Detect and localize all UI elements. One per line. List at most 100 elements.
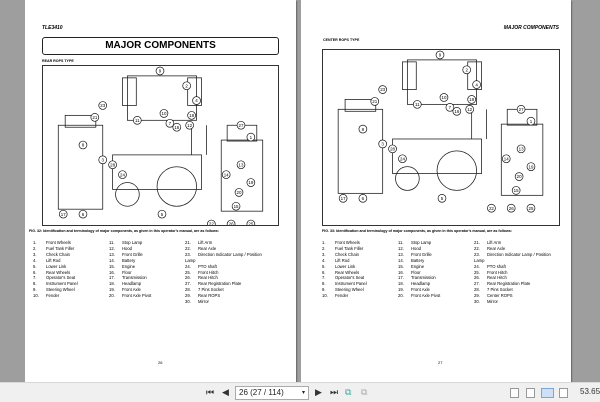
item-label: Fender xyxy=(46,293,60,299)
callout-marker xyxy=(435,50,445,60)
continuous-view-icon[interactable] xyxy=(526,388,535,398)
item-label: Direction Indicator Lamp / Position Lamp xyxy=(474,251,551,263)
item-label: Rear Wheels xyxy=(46,269,71,275)
list-item: 25.Front Hitch xyxy=(185,270,265,276)
callout-marker xyxy=(516,144,526,154)
list-item: 17.Transmission xyxy=(398,275,478,281)
callout-label: 24 xyxy=(120,172,125,177)
list-item: 14.Battery xyxy=(398,258,478,264)
list-item: 8.Instrument Panel xyxy=(322,281,402,287)
list-item: 4.Lift Rod xyxy=(322,258,402,264)
item-label: Headlamp xyxy=(411,281,431,287)
last-page-icon[interactable]: ⏭ xyxy=(330,387,339,397)
insert-page-icon[interactable]: ⧉ xyxy=(345,387,352,397)
item-label: Direction Indicator Lamp / Position Lamp xyxy=(185,251,262,263)
list-item: 1.Front Wheels xyxy=(33,240,113,246)
callout-marker xyxy=(378,139,387,149)
item-label: 7 Pins Socket xyxy=(198,287,224,293)
item-number: 22. xyxy=(185,245,191,251)
item-label: Rear Axle xyxy=(487,245,506,251)
list-item: 16.Floor xyxy=(398,270,478,276)
callout-marker xyxy=(159,109,169,118)
list-item: 18. Headlamp xyxy=(398,281,478,287)
list-item: 24.PTO shaft xyxy=(185,264,265,270)
callout-label: 4 xyxy=(195,98,198,103)
item-label: Rear Registration Plate xyxy=(198,281,242,287)
previous-page-icon[interactable]: ◀ xyxy=(222,387,229,397)
item-number: 8. xyxy=(33,281,37,287)
list-item: 13.Front Grille xyxy=(109,252,189,258)
callout-marker xyxy=(231,201,241,211)
callout-marker xyxy=(388,144,397,154)
item-label: Front Hitch xyxy=(198,269,219,275)
item-number: 28. xyxy=(185,287,191,293)
item-number: 6. xyxy=(322,269,326,275)
list-item: 30.Mirror xyxy=(474,299,554,305)
list-item: 2.Fuel Tank Filler xyxy=(33,246,113,252)
item-number: 14. xyxy=(109,257,115,263)
page-number: 27 xyxy=(438,360,443,365)
callout-label: 15 xyxy=(514,188,519,193)
item-label: Headlamp xyxy=(122,281,142,287)
next-page-icon[interactable]: ▶ xyxy=(315,387,322,397)
callout-label: 5 xyxy=(441,196,444,201)
callout-label: 21 xyxy=(92,115,97,120)
item-number: 19. xyxy=(398,287,404,293)
item-number: 6. xyxy=(33,269,37,275)
item-label: Fender xyxy=(335,293,349,299)
callout-label: 25 xyxy=(248,222,253,225)
dropdown-arrow-icon[interactable]: ▾ xyxy=(301,390,305,396)
callout-marker xyxy=(514,172,524,181)
list-item: 27. Rear Registration Plate xyxy=(185,281,265,287)
callout-label: 13 xyxy=(519,147,524,152)
item-label: Lift Arm xyxy=(487,240,502,245)
item-label: Instrument Panel xyxy=(335,281,367,287)
section-subtitle: CENTER ROPS TYPE xyxy=(323,38,360,42)
callout-marker xyxy=(516,105,526,114)
list-item: 26.Rear Hitch xyxy=(474,275,554,281)
item-label: Front Wheels xyxy=(46,240,71,245)
extract-page-icon[interactable]: ⧉ xyxy=(361,387,368,397)
item-number: 23. xyxy=(185,251,191,257)
item-number: 7. xyxy=(33,275,37,281)
callout-label: 3 xyxy=(101,157,104,162)
item-number: 12. xyxy=(109,245,115,251)
first-page-icon[interactable]: ⏮ xyxy=(206,387,215,397)
item-label: Floor xyxy=(411,269,421,275)
item-label: Engine xyxy=(122,263,136,269)
page-number-input[interactable]: 26 (27 / 114)▾ xyxy=(235,386,309,400)
zoom-level[interactable]: 53.65 xyxy=(580,387,600,396)
item-number: 27. xyxy=(185,281,191,287)
item-number: 18. xyxy=(398,281,404,287)
two-page-view-icon[interactable] xyxy=(541,388,554,398)
page-header: MAJOR COMPONENTS xyxy=(503,25,559,31)
callout-marker xyxy=(358,124,368,134)
item-label: Operator's Seat xyxy=(335,275,365,281)
callout-label: 17 xyxy=(61,212,66,217)
tractor-rear-view xyxy=(337,108,384,194)
tractor-front-view xyxy=(500,123,544,196)
callout-marker xyxy=(378,85,387,94)
single-page-view-icon[interactable] xyxy=(510,388,519,398)
callout-marker xyxy=(511,186,521,195)
item-number: 9. xyxy=(322,287,326,293)
list-item: 15.Engine xyxy=(398,264,478,270)
item-label: Stop Lamp xyxy=(411,240,432,245)
item-label: Steering Wheel xyxy=(335,287,364,293)
callout-marker xyxy=(221,170,231,179)
two-page-continuous-view-icon[interactable] xyxy=(559,388,568,398)
callout-label: 1 xyxy=(250,135,253,140)
list-item: 19.Front Axle xyxy=(109,287,189,293)
callout-label: 3 xyxy=(381,142,384,147)
item-number: 5. xyxy=(322,263,326,269)
item-label: Lift Arm xyxy=(198,240,213,245)
callout-marker xyxy=(78,140,88,150)
callout-marker xyxy=(236,160,246,170)
item-number: 11. xyxy=(398,240,404,245)
item-label: Lower Link xyxy=(335,263,356,269)
item-label: Front Grille xyxy=(411,251,432,257)
callout-label: 28 xyxy=(110,162,115,167)
callout-label: 16 xyxy=(174,125,179,130)
list-item: 3.Check Chain xyxy=(33,252,113,258)
item-number: 26. xyxy=(185,275,191,281)
